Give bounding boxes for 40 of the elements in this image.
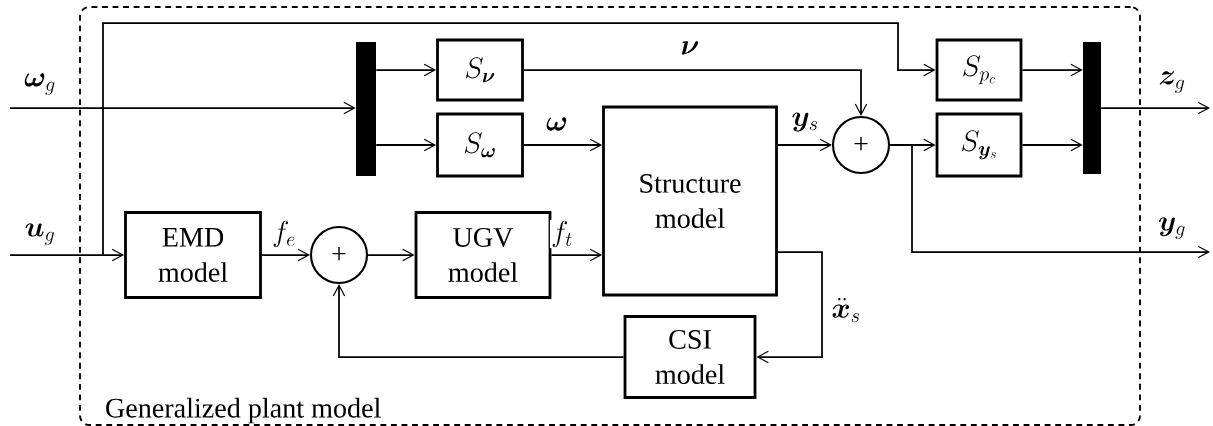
arrow [550,248,603,262]
block-box: Structure model [602,105,778,297]
signal-label: $f_t$ [549,219,575,249]
arrow [1100,101,1210,115]
signal-label: $\bm{\omega}$ [544,116,570,132]
arrow [911,144,1210,259]
signal-label: $\bm{y}_s$ [790,111,820,133]
arrow [777,138,832,152]
arrow [332,284,625,358]
signal-label: $\bm{u}_g$ [23,222,57,246]
arrow [889,138,936,152]
summing-junction: + [309,225,369,285]
arrow [523,138,603,152]
block-box: UGV model [414,211,552,299]
signal-label: $\bm{\nu}$ [679,40,701,56]
block-box: EMD model [124,211,262,299]
block-box: CSI model [623,315,757,399]
block-box: $S_{\bm{\omega}}$ [436,112,524,178]
arrow [9,101,356,115]
summing-junction: + [831,115,891,175]
signal-label: $\bm{z}_g$ [1157,70,1187,94]
signal-label: $\bm{y}_g$ [1156,216,1188,240]
arrow [261,248,310,262]
arrow [523,69,868,116]
arrow [9,248,125,262]
arrow [1021,138,1083,152]
block-box: $S_{\bm{y}_s}$ [935,112,1023,178]
arrow [102,22,936,256]
mux-bar [1083,42,1101,174]
arrow [1021,63,1083,77]
block-box: $S_{\bm{\nu}}$ [436,38,524,102]
arrow [375,63,437,77]
signal-label: $\bm{\omega}_g$ [22,72,58,96]
arrow [375,138,437,152]
arrow [756,251,823,364]
mux-bar [356,42,376,176]
block-box: $S_{p_c}$ [935,38,1023,102]
signal-label: $f_e$ [270,219,298,249]
signal-label: $\ddot{\bm{x}}_s$ [830,296,862,324]
arrow [367,248,415,262]
